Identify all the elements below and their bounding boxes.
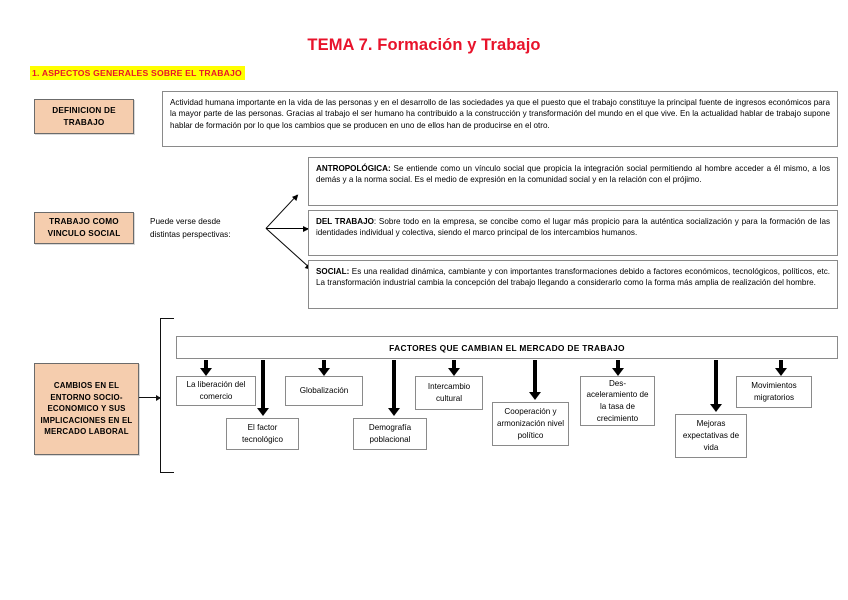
perspective-term-social: SOCIAL:	[316, 267, 350, 276]
factor-box-6: Cooperación y armonización nivel polític…	[492, 402, 569, 446]
factor-label-9: Movimientos migratorios	[751, 381, 797, 402]
factors-group-bracket	[160, 318, 174, 473]
arrow-down-factor-5	[448, 360, 460, 376]
arrow-down-factor-9	[775, 360, 787, 376]
arrow-down-factor-4	[388, 360, 400, 416]
cambios-entorno-label: CAMBIOS EN EL ENTORNO SOCIO-ECONOMICO Y …	[34, 363, 139, 455]
factor-label-6: Cooperación y armonización nivel polític…	[496, 407, 565, 440]
factor-box-4: Demografía poblacional	[353, 418, 427, 450]
arrow-down-factor-1	[200, 360, 212, 376]
perspective-text-antropologica: Se entiende como un vínculo social que p…	[316, 164, 830, 185]
arrow-down-factor-3	[318, 360, 330, 376]
definicion-trabajo-label-text: DEFINICION DE TRABAJO	[52, 105, 116, 127]
factor-box-9: Movimientos migratorios	[736, 376, 812, 408]
perspectives-note: Puede verse desde distintas perspectivas…	[150, 216, 255, 241]
arrow-to-del-trabajo	[266, 228, 308, 230]
factor-label-7: Des-aceleramiento de la tasa de crecimie…	[586, 378, 649, 423]
factor-box-1: La liberación del comercio	[176, 376, 256, 406]
perspective-box-antropologica: ANTROPOLÓGICA: Se entiende como un víncu…	[308, 157, 838, 206]
trabajo-vinculo-social-label-text: TRABAJO COMO VINCULO SOCIAL	[47, 217, 121, 238]
perspective-term-del-trabajo: DEL TRABAJO	[316, 217, 374, 226]
perspective-term-antropologica: ANTROPOLÓGICA:	[316, 164, 391, 173]
factors-banner-text: FACTORES QUE CAMBIAN EL MERCADO DE TRABA…	[389, 342, 625, 353]
factor-box-5: Intercambio cultural	[415, 376, 483, 410]
arrow-down-factor-2	[257, 360, 269, 416]
perspective-box-del-trabajo: DEL TRABAJO: Sobre todo en la empresa, s…	[308, 210, 838, 256]
arrow-down-factor-7	[612, 360, 624, 376]
perspective-text-del-trabajo: : Sobre todo en la empresa, se concibe c…	[316, 217, 830, 238]
factors-banner: FACTORES QUE CAMBIAN EL MERCADO DE TRABA…	[176, 336, 838, 359]
arrow-down-factor-6	[529, 360, 541, 400]
bracket-connector-arrow	[139, 397, 161, 399]
section-heading: 1. ASPECTOS GENERALES SOBRE EL TRABAJO	[30, 66, 245, 80]
page-title: TEMA 7. Formación y Trabajo	[307, 36, 541, 54]
perspective-box-social: SOCIAL: Es una realidad dinámica, cambia…	[308, 260, 838, 309]
factor-label-5: Intercambio cultural	[427, 382, 471, 403]
arrow-to-social	[265, 228, 312, 270]
factor-label-3: Globalización	[299, 386, 349, 396]
arrow-to-antropologica	[265, 194, 298, 230]
perspectives-note-line1: Puede verse desde	[150, 217, 221, 226]
arrow-down-factor-8	[710, 360, 722, 412]
factor-box-3: Globalización	[285, 376, 363, 406]
definicion-trabajo-text: Actividad humana importante en la vida d…	[162, 91, 838, 147]
cambios-entorno-label-text: CAMBIOS EN EL ENTORNO SOCIO-ECONOMICO Y …	[40, 381, 133, 437]
perspective-text-social: Es una realidad dinámica, cambiante y co…	[316, 267, 830, 288]
factor-label-2: El factor tecnológico	[242, 423, 283, 444]
factor-box-7: Des-aceleramiento de la tasa de crecimie…	[580, 376, 655, 426]
trabajo-vinculo-social-label: TRABAJO COMO VINCULO SOCIAL	[34, 212, 134, 244]
definicion-trabajo-label: DEFINICION DE TRABAJO	[34, 99, 134, 134]
factor-label-8: Mejoras expectativas de vida	[682, 419, 740, 452]
factor-label-4: Demografía poblacional	[368, 423, 412, 444]
factor-label-1: La liberación del comercio	[186, 380, 246, 401]
factor-box-8: Mejoras expectativas de vida	[675, 414, 747, 458]
perspectives-note-line2: distintas perspectivas:	[150, 229, 231, 239]
factor-box-2: El factor tecnológico	[226, 418, 299, 450]
